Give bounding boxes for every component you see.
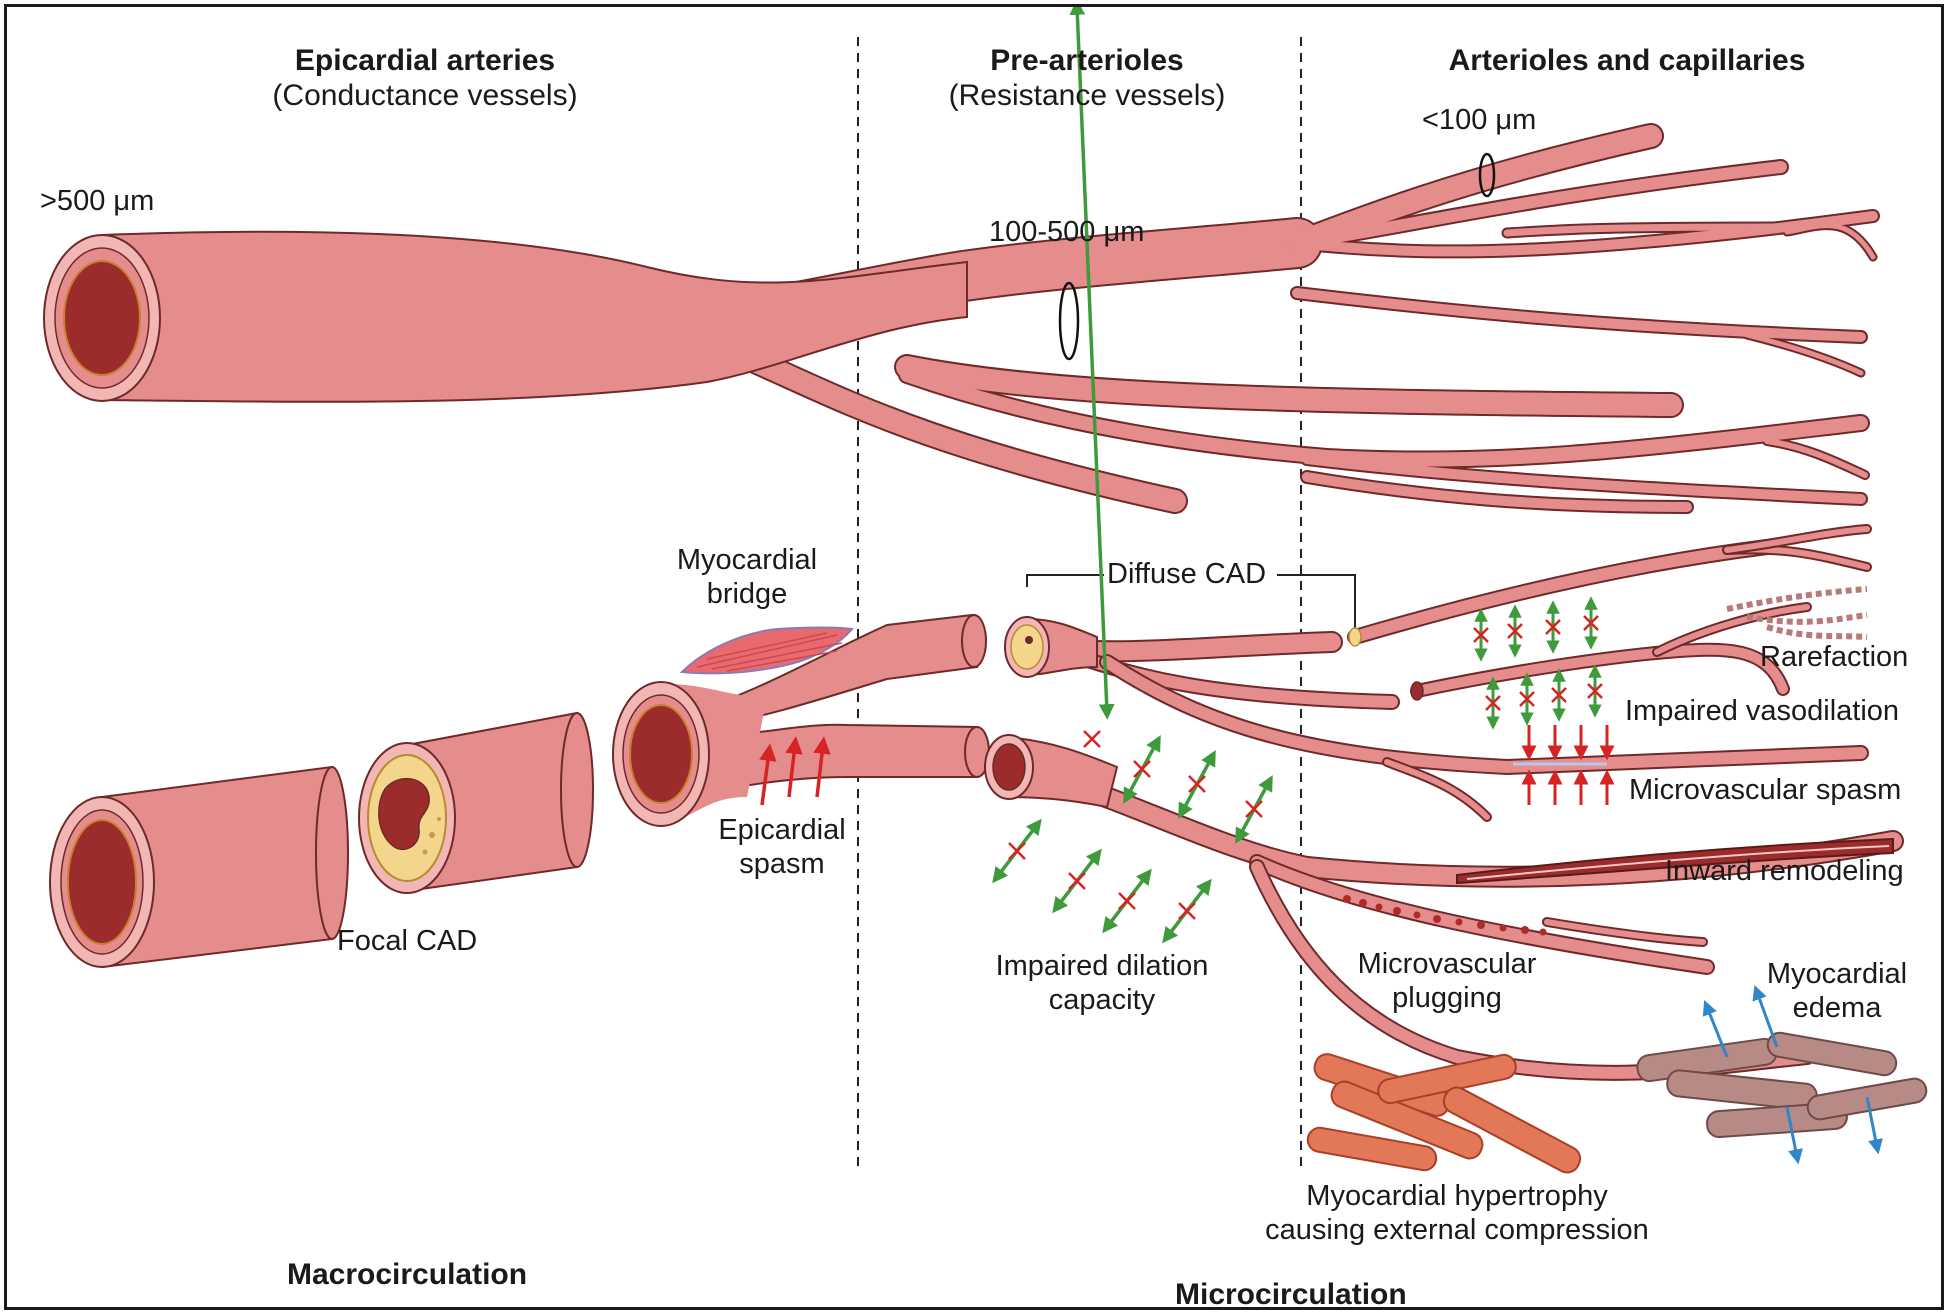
label-myocardial-bridge-2: bridge (657, 577, 837, 611)
trunk-lumen (64, 261, 140, 375)
focal-cad-segment (359, 713, 593, 893)
heading-arterioles: Arterioles and capillaries (1377, 43, 1877, 78)
heading-prearterioles: Pre-arterioles (887, 43, 1287, 78)
vessel-illustration (7, 7, 1944, 1310)
label-hypertrophy-2: causing external compression (1247, 1213, 1667, 1247)
pre-arteriole-lower (1007, 767, 1893, 1073)
label-epicardial-spasm-2: spasm (697, 847, 867, 881)
label-hypertrophy-1: Myocardial hypertrophy (1247, 1179, 1667, 1213)
label-epicardial-spasm-1: Epicardial (697, 813, 867, 847)
heading-epicardial: Epicardial arteries (195, 43, 655, 78)
label-myocardial-edema-2: edema (1752, 991, 1922, 1025)
size-label-medium: 100-500 μm (989, 215, 1144, 249)
label-inward-remodeling: Inward remodeling (1665, 854, 1904, 888)
label-myocardial-bridge-1: Myocardial (657, 543, 837, 577)
subheading-epicardial: (Conductance vessels) (195, 78, 655, 113)
section-microcirculation: Microcirculation (1175, 1277, 1407, 1310)
label-diffuse-cad: Diffuse CAD (1107, 557, 1266, 591)
label-microvascular-spasm: Microvascular spasm (1629, 773, 1901, 807)
size-label-small: <100 μm (1422, 103, 1536, 137)
normal-vessel-tree (44, 136, 1873, 507)
size-label-large: >500 μm (40, 184, 154, 218)
label-microvascular-plugging-1: Microvascular (1337, 947, 1557, 981)
label-microvascular-plugging-2: plugging (1337, 981, 1557, 1015)
section-macrocirculation: Macrocirculation (287, 1257, 527, 1292)
label-impaired-dilation-2: capacity (967, 983, 1237, 1017)
label-impaired-dilation-1: Impaired dilation (967, 949, 1237, 983)
edema-fibers (1636, 1031, 1928, 1138)
label-focal-cad: Focal CAD (337, 924, 477, 958)
figure-frame: Epicardial arteries (Conductance vessels… (4, 4, 1944, 1310)
subheading-prearterioles: (Resistance vessels) (887, 78, 1287, 113)
normal-segment (50, 767, 348, 967)
label-rarefaction: Rarefaction (1760, 640, 1908, 674)
label-impaired-vasodilation: Impaired vasodilation (1625, 694, 1899, 728)
label-myocardial-edema-1: Myocardial (1752, 957, 1922, 991)
epicardial-spasm-segment (613, 615, 989, 826)
